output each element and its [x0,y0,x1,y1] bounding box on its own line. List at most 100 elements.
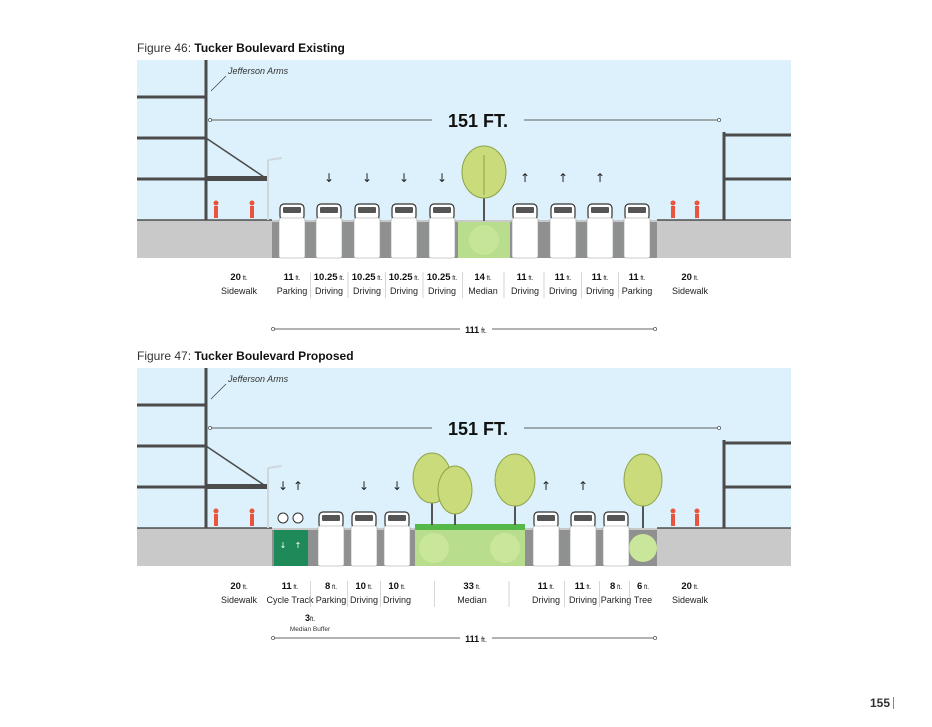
cycle-track [274,530,308,566]
proposed-section: 151 FT. Jefferson Arms 111 ft. 3ft. Medi… [137,368,791,644]
lane-name: Driving [353,286,381,296]
bike-lane-icon: ↓ [280,541,287,550]
lane-width-value: 11 ft. [538,581,555,592]
lane-name: Parking [316,595,347,605]
vehicle: ↓ [383,479,411,567]
lane-width-value: 10.25 ft. [389,272,420,283]
jefferson-arms-building [137,60,268,220]
vehicle: ↑ [586,171,614,259]
right-building [722,132,791,220]
lane-name: Parking [622,286,653,296]
lane-name: Sidewalk [672,286,709,296]
lane-name: Driving [532,595,560,605]
vehicles: ↓ ↓ ↑ ↑ ↓ ↓ ↑ ↑ [277,479,630,567]
lane-width-value: 11 ft. [575,581,592,592]
lane-name: Driving [390,286,418,296]
lane-name: Parking [277,286,308,296]
figure-47-title: Tucker Boulevard Proposed [194,349,354,363]
cyclist-icon [292,512,304,524]
arrow-down-icon: ↓ [362,171,372,185]
vehicle: ↓ [390,171,418,259]
figure-46-title: Tucker Boulevard Existing [194,41,345,55]
lane-width-value: 8 ft. [610,581,622,592]
median-trees [412,452,663,528]
curb-width-label: 111 ft. [465,325,487,335]
vehicle: ↓ [315,171,343,259]
page-number: 155 [870,696,891,710]
lane-name: Sidewalk [672,595,709,605]
bike-lane-icon: ↑ [295,541,302,550]
building-label: Jefferson Arms [227,374,289,384]
pedestrians [213,200,700,218]
arrow-up-icon: ↑ [578,479,588,493]
arrow-down-icon: ↓ [437,171,447,185]
right-building [722,440,791,528]
lane-width-value: 10.25 ft. [352,272,383,283]
vehicle: ↓ [428,171,456,259]
lane-name: Sidewalk [221,595,258,605]
lane-width-value: 10 ft. [355,581,373,592]
arrow-down-icon: ↓ [399,171,409,185]
vehicle: ↑ [569,479,597,567]
vehicle: ↓ [350,479,378,567]
arrow-down-icon: ↓ [278,479,288,493]
median-buffer-value: 3ft. [305,613,315,623]
vehicle [602,511,630,567]
lane-name: Cycle Track [266,595,314,605]
lane-width-value: 20 ft. [681,581,699,592]
curb-width-label: 111 ft. [465,634,487,644]
total-width-label: 151 FT. [448,419,508,439]
arrow-down-icon: ↓ [392,479,402,493]
lane-labels: 20 ft. Sidewalk 11 ft. Cycle Track 8 ft. Park… [221,581,709,607]
page-divider [893,697,894,709]
lane-width-value: 6 ft. [637,581,649,592]
jefferson-arms-building [137,368,268,528]
figure-47-caption: Figure 47: Tucker Boulevard Proposed [137,349,354,363]
cyclist-icon [277,512,289,524]
lane-width-value: 8 ft. [325,581,337,592]
vehicle: ↓ [353,171,381,259]
lane-name: Sidewalk [221,286,258,296]
vehicle [278,203,306,259]
lane-name: Median [457,595,487,605]
median-tree [461,145,507,221]
arrow-up-icon: ↑ [595,171,605,185]
lane-name: Tree [634,595,652,605]
lane-name: Driving [511,286,539,296]
figure-46-caption: Figure 46: Tucker Boulevard Existing [137,41,345,55]
arrow-up-icon: ↑ [520,171,530,185]
lane-width-value: 11 ft. [517,272,534,283]
lane-width-value: 11 ft. [282,581,299,592]
lane-width-value: 33 ft. [463,581,481,592]
lane-name: Median [468,286,498,296]
existing-section: 151 FT. Jefferson Arms 111 ft. ↓ ↓ ↓ ↓ ↑ ↑ ↑ 2… [137,60,791,335]
lane-name: Driving [549,286,577,296]
lane-width-value: 10.25 ft. [427,272,458,283]
vehicles: ↓ ↓ ↓ ↓ ↑ ↑ ↑ [278,171,651,259]
building-label: Jefferson Arms [227,66,289,76]
lane-width-value: 11 ft. [629,272,646,283]
arrow-down-icon: ↓ [359,479,369,493]
median-grass [469,225,499,255]
lane-name: Driving [383,595,411,605]
lane-width-value: 20 ft. [230,581,248,592]
lane-width-value: 20 ft. [681,272,699,283]
vehicle [623,203,651,259]
arrow-up-icon: ↑ [293,479,303,493]
lane-name: Driving [569,595,597,605]
lane-width-value: 11 ft. [592,272,609,283]
arrow-up-icon: ↑ [541,479,551,493]
lane-width-value: 14 ft. [474,272,492,283]
lane-width-value: 20 ft. [230,272,248,283]
lane-name: Parking [601,595,632,605]
median-buffer-label: Median Buffer [290,626,331,633]
lane-width-value: 11 ft. [284,272,301,283]
vehicle [317,511,345,567]
lane-name: Driving [350,595,378,605]
arrow-down-icon: ↓ [324,171,334,185]
median-grass-top [415,524,525,530]
sky [137,60,791,220]
arrow-up-icon: ↑ [558,171,568,185]
total-width-label: 151 FT. [448,111,508,131]
